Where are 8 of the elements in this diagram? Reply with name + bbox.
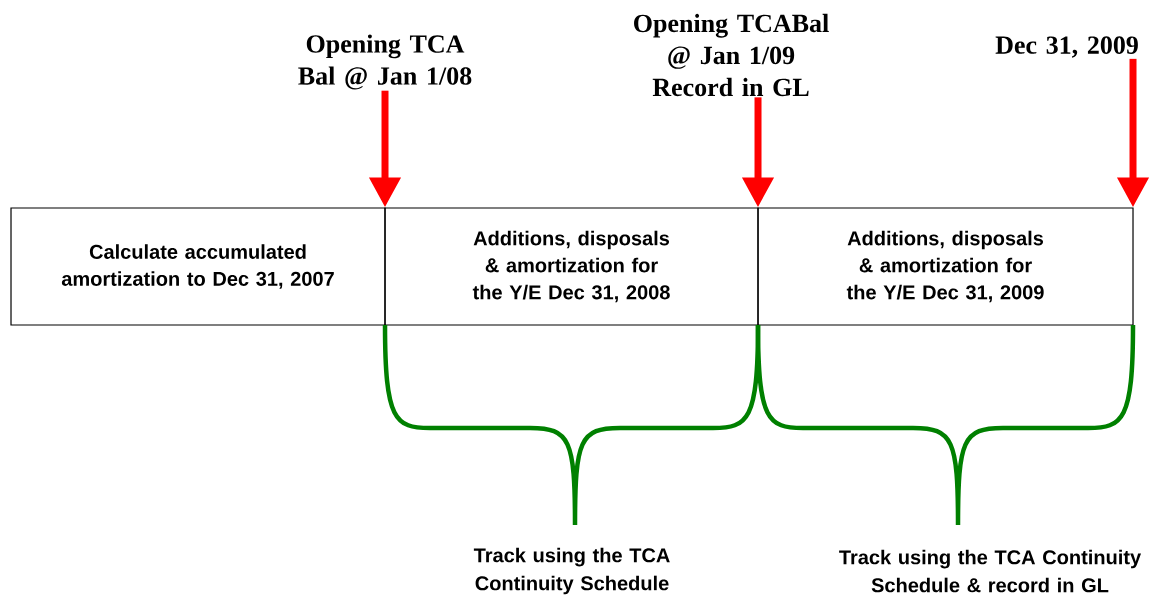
process-box: Additions, disposals & amortization for the Y/E Dec 31, 2008 [384, 207, 759, 326]
process-box: Additions, disposals & amortization for the Y/E Dec 31, 2009 [757, 207, 1134, 326]
caption-text: Track using the TCA Continuity Schedule [473, 547, 670, 595]
date-label: Dec 31, 2009 [995, 36, 1138, 58]
date-label: Opening TCA Bal @ Jan 1/08 [298, 34, 472, 90]
date-label: Opening TCABal @ Jan 1/09 Record in GL [634, 13, 829, 97]
caption-text: Track using the TCA Continuity Schedule & record in GL [839, 549, 1141, 593]
process-box: Calculate accumulated amortization to Dec 31, 2007 [10, 207, 386, 326]
